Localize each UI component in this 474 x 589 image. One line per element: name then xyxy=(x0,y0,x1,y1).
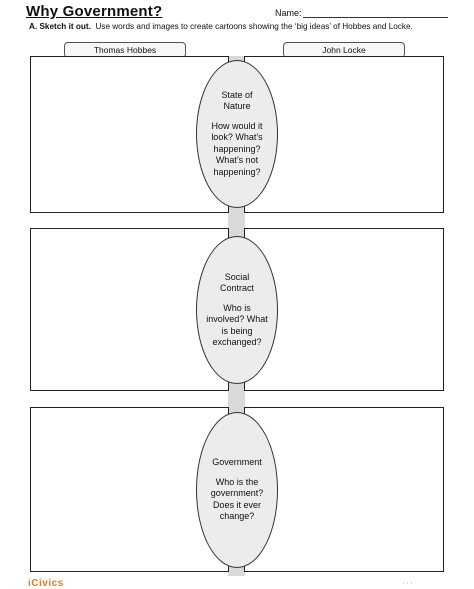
footer-text: · · · xyxy=(402,580,413,587)
page-title: Why Government? xyxy=(26,3,163,20)
state-of-nature-question: How would it look? What’s happening? Wha… xyxy=(211,120,263,177)
social-contract-question: Who is involved? What is being exchanged… xyxy=(206,302,268,348)
social-contract-heading: Social Contract xyxy=(219,271,254,294)
instructions-text: Use words and images to create cartoons … xyxy=(95,22,413,31)
hobbes-state-of-nature-box[interactable] xyxy=(30,56,229,213)
hobbes-social-contract-box[interactable] xyxy=(30,228,229,391)
government-question: Who is the government? Does it ever chan… xyxy=(210,476,264,522)
state-of-nature-oval: State of Nature How would it look? What’… xyxy=(196,60,278,208)
icivics-logo: iCivics xyxy=(28,578,64,589)
hobbes-government-box[interactable] xyxy=(30,407,229,572)
government-heading: Government xyxy=(212,457,262,468)
instructions: A. Sketch it out. Use words and images t… xyxy=(29,22,413,31)
government-oval: Government Who is the government? Does i… xyxy=(196,412,278,568)
social-contract-oval: Social Contract Who is involved? What is… xyxy=(196,236,278,384)
state-of-nature-heading: State of Nature xyxy=(221,89,253,112)
instructions-label: A. Sketch it out. xyxy=(29,22,91,31)
name-line[interactable] xyxy=(303,17,448,18)
name-label: Name: xyxy=(275,8,302,18)
